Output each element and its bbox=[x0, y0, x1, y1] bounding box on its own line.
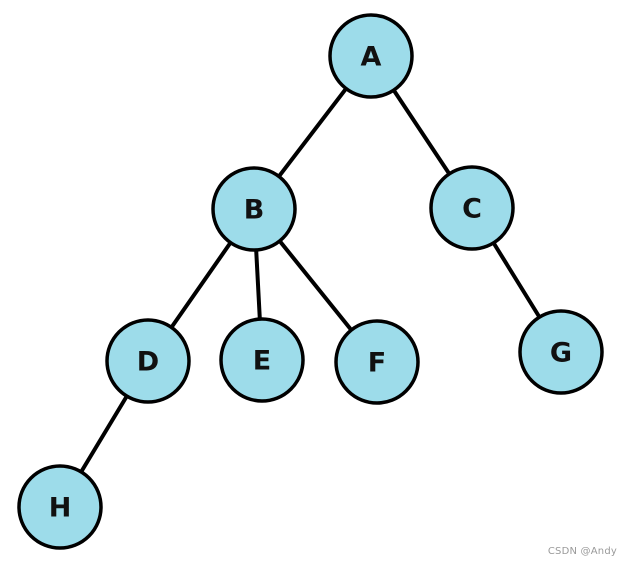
nodes-layer: A B C D E F G H bbox=[17, 13, 604, 550]
node-e: E bbox=[219, 317, 305, 403]
node-label-g: G bbox=[550, 338, 572, 369]
edges-layer bbox=[79, 86, 542, 474]
node-d: D bbox=[105, 318, 191, 404]
edge-b-f bbox=[277, 238, 354, 333]
node-label-e: E bbox=[253, 346, 271, 377]
node-label-a: A bbox=[361, 42, 382, 73]
edge-c-g bbox=[491, 240, 542, 320]
edge-d-h bbox=[79, 394, 129, 474]
node-label-b: B bbox=[244, 195, 265, 226]
node-circle-e bbox=[219, 317, 305, 403]
node-label-h: H bbox=[49, 493, 72, 524]
node-b: B bbox=[211, 166, 297, 252]
edge-b-e bbox=[254, 247, 262, 322]
node-c: C bbox=[429, 165, 515, 251]
node-label-f: F bbox=[368, 348, 386, 379]
node-label-d: D bbox=[137, 347, 159, 378]
node-circle-h bbox=[17, 464, 103, 550]
node-h: H bbox=[17, 464, 103, 550]
watermark: CSDN @Andy bbox=[547, 546, 617, 557]
node-circle-b bbox=[211, 166, 297, 252]
edge-a-b bbox=[276, 86, 349, 179]
node-circle-d bbox=[105, 318, 191, 404]
node-label-c: C bbox=[462, 194, 482, 225]
node-a: A bbox=[328, 13, 414, 99]
node-circle-c bbox=[429, 165, 515, 251]
node-circle-g bbox=[518, 309, 604, 395]
node-circle-a bbox=[328, 13, 414, 99]
edge-a-c bbox=[391, 88, 452, 176]
node-g: G bbox=[518, 309, 604, 395]
node-circle-f bbox=[334, 319, 420, 405]
node-f: F bbox=[334, 319, 420, 405]
edge-b-d bbox=[169, 240, 233, 330]
